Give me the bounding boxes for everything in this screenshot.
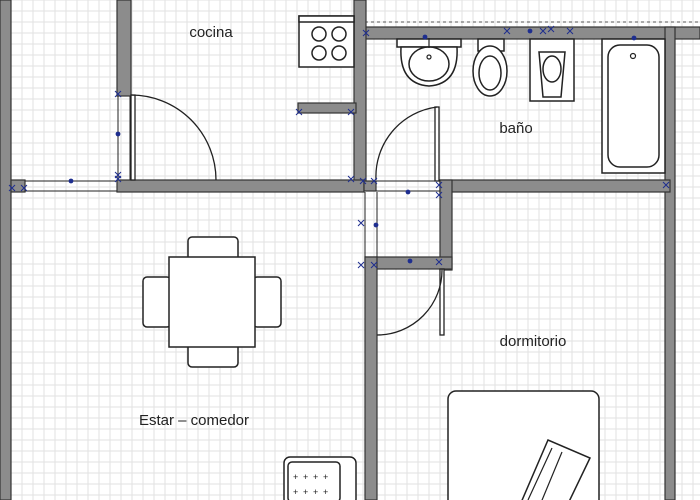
door-bedroom <box>376 268 445 336</box>
room-label-kitchen: cocina <box>189 24 233 41</box>
door-bathroom <box>375 106 440 182</box>
door-swing-icon <box>376 268 443 336</box>
stove-icon <box>298 15 355 68</box>
bathroom-bottom-wall <box>439 179 671 193</box>
bathtub-icon <box>601 38 666 174</box>
svg-text:+: + <box>313 487 318 497</box>
right-exterior-wall <box>664 26 676 500</box>
svg-text:+: + <box>313 472 318 482</box>
door-leaf <box>130 94 136 181</box>
bed-icon <box>447 390 600 500</box>
door-kitchen <box>130 94 217 181</box>
living-top-wall-left <box>10 179 26 193</box>
kitchen-counter-wall <box>297 102 357 114</box>
bathroom-top-wall <box>364 26 700 40</box>
bedroom-top-wall <box>364 256 453 270</box>
svg-text:+: + <box>323 472 328 482</box>
bedroom-left-wall <box>364 256 378 500</box>
svg-text:+: + <box>293 487 298 497</box>
living-top-wall <box>116 179 365 193</box>
svg-text:+: + <box>323 487 328 497</box>
room-label-living-dining: Estar – comedor <box>139 412 249 429</box>
room-label-bathroom: baño <box>499 120 532 137</box>
door-leaf <box>434 106 440 182</box>
svg-text:+: + <box>303 472 308 482</box>
armchair-icon: + + + + + + + + <box>283 456 357 500</box>
hall-junction <box>363 180 377 192</box>
kitchen-left-wall <box>116 0 132 97</box>
room-label-bedroom: dormitorio <box>500 333 567 350</box>
door-swing-icon <box>130 94 217 181</box>
svg-text:+: + <box>293 472 298 482</box>
kitchen-right-wall <box>353 0 367 183</box>
door-swing-icon <box>375 106 438 181</box>
bedroom-left-wall-upper <box>439 179 453 271</box>
left-exterior-wall <box>0 0 12 500</box>
bidet-icon <box>529 38 575 102</box>
sink-icon <box>396 38 462 87</box>
chair-icon <box>142 276 172 328</box>
door-openings <box>25 96 440 257</box>
toilet-icon <box>472 38 508 97</box>
chair-icon <box>252 276 282 328</box>
svg-text:+: + <box>303 487 308 497</box>
vertex-markers <box>8 25 670 269</box>
pillow-icon <box>521 439 592 500</box>
dining-table-icon <box>142 236 282 368</box>
